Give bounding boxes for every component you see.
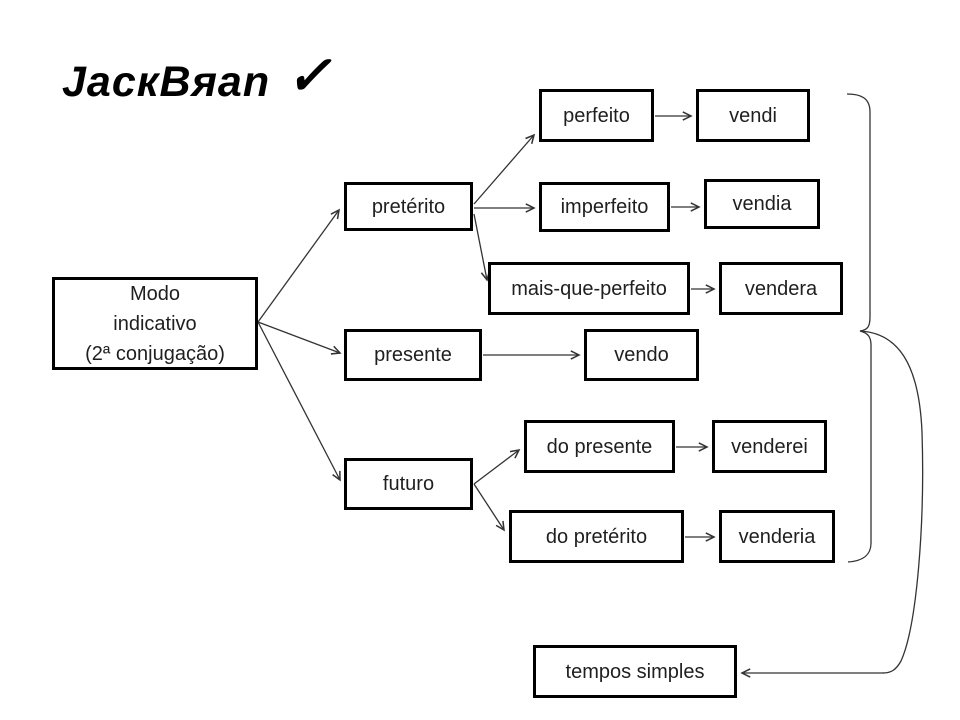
arrow-root-presente <box>257 321 342 355</box>
arrow-preterito-perfeito <box>473 133 536 205</box>
node-venderei: venderei <box>712 420 827 473</box>
grouping-brace <box>846 93 872 563</box>
node-do-presente: do presente <box>524 420 675 473</box>
node-vendia: vendia <box>704 179 820 229</box>
node-preterito-label: pretérito <box>371 195 446 218</box>
node-vendo-label: vendo <box>614 344 669 366</box>
node-imperfeito-label: imperfeito <box>560 196 649 218</box>
logo: JacкBяan ✓ <box>62 46 331 107</box>
node-mais-que-perfeito: mais-que-perfeito <box>488 262 690 315</box>
node-modo-line3: (2ª conjugação) <box>85 342 225 365</box>
brace-to-tempos-curve <box>859 330 924 674</box>
node-futuro-label: futuro <box>382 473 435 495</box>
arrow-futuro-dopresente <box>473 448 521 485</box>
node-venderia: venderia <box>719 510 835 563</box>
node-presente-label: presente <box>374 344 452 366</box>
node-vendera: vendera <box>719 262 843 315</box>
node-vendia-label: vendia <box>732 193 792 215</box>
checkmark-icon: ✓ <box>286 46 332 106</box>
node-vendera-label: vendera <box>744 277 818 300</box>
logo-text: JacкBяan <box>62 58 271 106</box>
node-imperfeito: imperfeito <box>539 182 670 232</box>
node-presente: presente <box>344 329 482 381</box>
arrow-preterito-maisqueperfeito <box>473 213 491 282</box>
node-modo-line1: Modo <box>129 282 181 305</box>
node-vendi-label: vendi <box>729 104 777 127</box>
arrow-root-futuro <box>257 321 341 482</box>
node-vendo: vendo <box>584 329 699 381</box>
node-venderei-label: venderei <box>731 435 808 458</box>
node-perfeito: perfeito <box>539 89 654 142</box>
arrow-root-preterito <box>257 208 340 323</box>
node-venderia-label: venderia <box>738 525 816 548</box>
node-modo-line2: indicativo <box>113 312 197 335</box>
node-modo-indicativo: Modo indicativo (2ª conjugação) <box>52 277 258 370</box>
node-tempos-simples: tempos simples <box>533 645 737 698</box>
node-do-preterito: do pretérito <box>509 510 684 563</box>
node-perfeito-label: perfeito <box>563 104 630 127</box>
node-do-presente-label: do presente <box>546 435 653 458</box>
node-preterito: pretérito <box>344 182 473 231</box>
node-do-preterito-label: do pretérito <box>545 525 648 548</box>
arrow-futuro-dopreterito <box>473 483 505 532</box>
node-vendi: vendi <box>696 89 810 142</box>
node-tempos-simples-label: tempos simples <box>565 660 705 683</box>
node-mais-que-perfeito-label: mais-que-perfeito <box>511 277 667 300</box>
node-futuro: futuro <box>344 458 473 510</box>
